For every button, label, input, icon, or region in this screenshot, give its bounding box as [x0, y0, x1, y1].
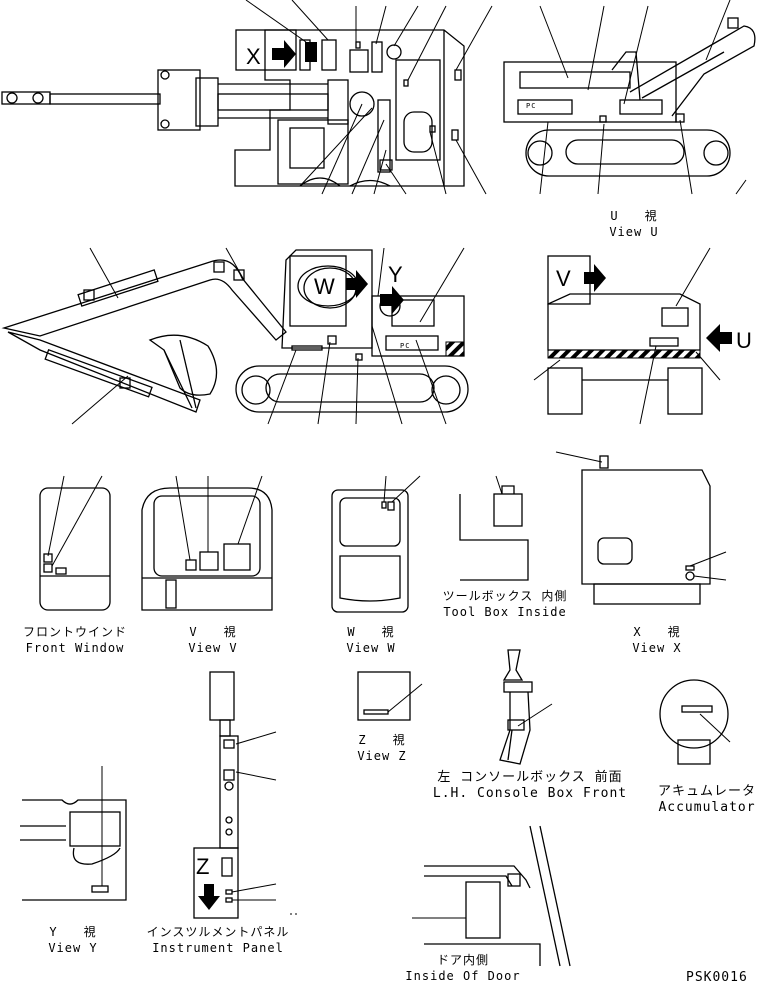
caption-ja: Z 視: [358, 733, 406, 747]
marker-x: X: [246, 44, 261, 69]
caption-en: Inside Of Door: [405, 969, 521, 983]
caption-en: View U: [609, 225, 659, 239]
view-v-drawing: [141, 475, 273, 611]
view-w-drawing: [331, 475, 421, 613]
caption-en: Accumulator: [658, 800, 756, 815]
view-z-drawing: [357, 671, 423, 721]
caption-ja: 左 コンソールボックス 前面: [437, 770, 623, 785]
plate-text-side: PC: [400, 342, 411, 350]
caption-accumulator: アキュムレータ Accumulator: [652, 784, 762, 816]
door-drawing: [412, 825, 571, 967]
caption-en: L.H. Console Box Front: [432, 786, 628, 801]
caption-en: View V: [188, 641, 238, 655]
caption-ja: インスツルメントパネル: [146, 925, 290, 939]
caption-en: View Y: [48, 941, 98, 955]
caption-en: View W: [346, 641, 396, 655]
caption-ja: Y 視: [49, 925, 97, 939]
side-view-drawing: [1, 247, 469, 425]
console-drawing: [499, 649, 553, 765]
caption-tool-box: ツールボックス 内側 Tool Box Inside: [430, 588, 580, 620]
plate-text-u: PC: [526, 102, 537, 110]
marker-w: W: [314, 274, 335, 299]
caption-instrument-panel: インスツルメントパネル Instrument Panel: [140, 924, 296, 956]
marker-y: Y: [388, 262, 403, 287]
marker-u: U: [736, 328, 752, 353]
caption-ja: ツールボックス 内側: [442, 589, 568, 603]
caption-ja: X 視: [633, 625, 681, 639]
caption-view-z: Z 視 View Z: [342, 732, 422, 764]
caption-front-window: フロントウインド Front Window: [10, 624, 140, 656]
caption-ja: フロントウインド: [22, 625, 127, 639]
caption-en: Instrument Panel: [152, 941, 284, 955]
accumulator-drawing: [659, 679, 731, 765]
caption-ja: アキュムレータ: [657, 784, 756, 799]
top-view-drawing: [1, 0, 493, 195]
caption-view-w: W 視 View W: [326, 624, 416, 656]
caption-console-box: 左 コンソールボックス 前面 L.H. Console Box Front: [420, 770, 640, 802]
view-y-drawing: [20, 766, 127, 901]
caption-en: Tool Box Inside: [443, 605, 567, 619]
instrument-panel-drawing: [193, 671, 298, 919]
tool-box-drawing: [459, 475, 529, 581]
rear-view-drawing: [533, 247, 732, 425]
caption-view-x: X 視 View X: [612, 624, 702, 656]
reference-code: PSK0016: [686, 970, 748, 985]
caption-view-y: Y 視 View Y: [28, 924, 118, 956]
caption-view-u: U 視 View U: [594, 208, 674, 240]
caption-view-v: V 視 View V: [168, 624, 258, 656]
marker-z: Z: [196, 854, 210, 879]
view-x-drawing: [555, 451, 727, 605]
view-u-drawing: [503, 0, 756, 195]
caption-ja: ドア内側: [436, 953, 489, 967]
caption-ja: U 視: [610, 209, 658, 223]
caption-inside-door: ドア内側 Inside Of Door: [398, 952, 528, 984]
caption-en: View X: [632, 641, 682, 655]
caption-ja: W 視: [347, 625, 395, 639]
caption-en: View Z: [357, 749, 407, 763]
caption-ja: V 視: [189, 625, 237, 639]
caption-en: Front Window: [25, 641, 125, 655]
front-window-drawing: [39, 475, 111, 611]
marker-v: V: [556, 266, 571, 291]
